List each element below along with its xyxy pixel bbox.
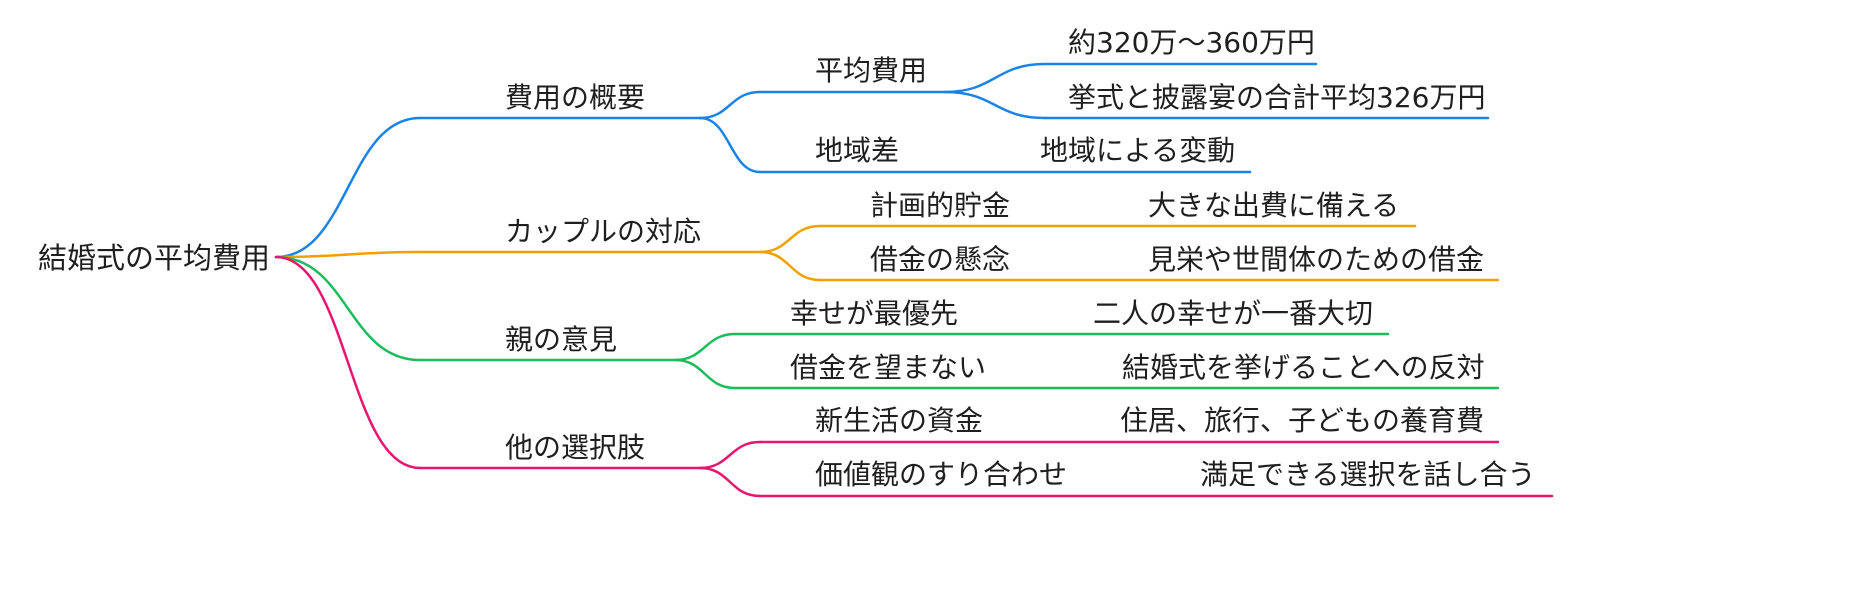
leaf-label-discuss-choice: 満足できる選択を話し合う bbox=[1200, 458, 1536, 491]
connector-other-options-child-0 bbox=[698, 440, 762, 470]
node-label-no-debt: 借金を望まない bbox=[790, 351, 987, 384]
branch-label-cost-overview: 費用の概要 bbox=[505, 81, 646, 114]
connector-parents-opinion-child-1 bbox=[673, 358, 737, 390]
connector-couple-response-child-1 bbox=[758, 250, 822, 282]
node-label-happiness-first: 幸せが最優先 bbox=[790, 297, 959, 330]
leaf-label-housing-travel-childcare: 住居、旅行、子どもの養育費 bbox=[1120, 404, 1485, 437]
connector-other-options bbox=[274, 255, 422, 470]
leaf-label-vanity-debt: 見栄や世間体のための借金 bbox=[1148, 243, 1485, 276]
node-label-planned-savings: 計画的貯金 bbox=[870, 189, 1011, 222]
leaf-label-happiness-important: 二人の幸せが一番大切 bbox=[1093, 297, 1374, 330]
branch-label-parents-opinion: 親の意見 bbox=[505, 323, 618, 356]
leaf-label-opposition: 結婚式を挙げることへの反対 bbox=[1122, 351, 1485, 384]
connector-couple-response bbox=[274, 250, 422, 259]
leaf-label-average-range: 約320万～360万円 bbox=[1068, 26, 1315, 59]
connector-couple-response-child-0 bbox=[758, 224, 822, 254]
leaf-label-regional-variation: 地域による変動 bbox=[1040, 134, 1236, 167]
root-node-label: 結婚式の平均費用 bbox=[38, 241, 271, 275]
connector-parents-opinion bbox=[274, 255, 422, 362]
connector-cost-overview-leaf-1 bbox=[943, 90, 1047, 120]
leaf-label-prepare-expense: 大きな出費に備える bbox=[1148, 189, 1400, 222]
connector-cost-overview-child-0 bbox=[698, 90, 762, 120]
connector-parents-opinion-child-0 bbox=[673, 332, 737, 362]
node-label-average-cost: 平均費用 bbox=[815, 54, 928, 87]
connector-cost-overview-leaf-0 bbox=[943, 62, 1047, 94]
connector-cost-overview-child-1 bbox=[698, 116, 762, 174]
node-label-regional-difference: 地域差 bbox=[815, 134, 900, 167]
branch-label-other-options: 他の選択肢 bbox=[505, 431, 646, 464]
node-label-values-alignment: 価値観のすり合わせ bbox=[815, 458, 1068, 491]
branch-label-couple-response: カップルの対応 bbox=[505, 215, 702, 248]
leaf-label-total-average: 挙式と披露宴の合計平均326万円 bbox=[1068, 81, 1486, 114]
node-label-debt-concern: 借金の懸念 bbox=[870, 243, 1011, 276]
connector-cost-overview bbox=[274, 116, 422, 259]
connector-other-options-child-1 bbox=[698, 466, 762, 498]
node-label-new-life-funds: 新生活の資金 bbox=[815, 404, 984, 437]
